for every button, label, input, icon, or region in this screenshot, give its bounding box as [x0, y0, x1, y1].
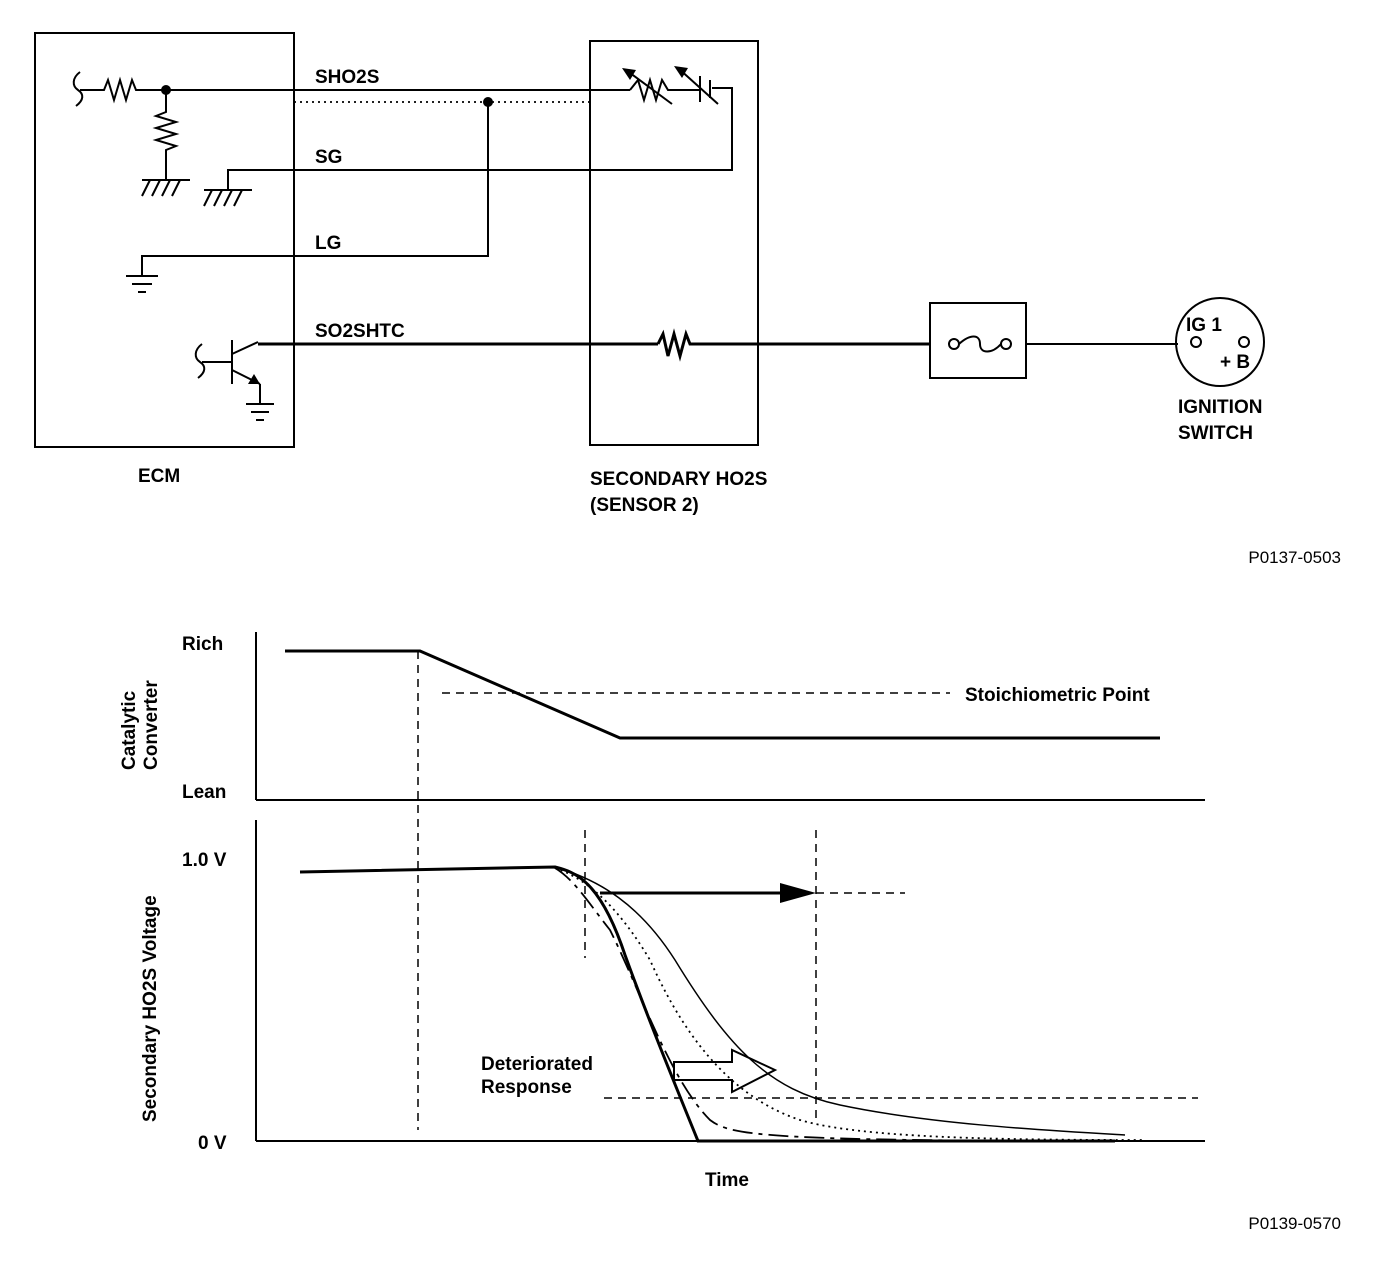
lg-wire — [126, 102, 489, 293]
bottom-ylabel: Secondary HO2S Voltage — [140, 895, 161, 1122]
voltage-trace-dashed — [554, 867, 1116, 1142]
bottom-zero-voltage-label: 0 V — [198, 1133, 227, 1154]
sensor-label-line2: (SENSOR 2) — [590, 495, 699, 516]
voltage-trace-normal — [299, 865, 1115, 1143]
ignition-name-line1: IGNITION — [1178, 397, 1262, 418]
top-ylabel-line2: Converter — [141, 680, 162, 770]
ignition-switch — [1175, 297, 1265, 387]
sensor-label-line1: SECONDARY HO2S — [590, 469, 767, 490]
deterioration-hollow-arrow — [673, 1048, 778, 1094]
ignition-name-line2: SWITCH — [1178, 423, 1253, 444]
sho2s-wire-label: SHO2S — [315, 67, 379, 88]
stoichiometric-label: Stoichiometric Point — [965, 685, 1150, 706]
voltage-trace-deteriorated — [554, 866, 1126, 1136]
sg-wire-label: SG — [315, 147, 342, 168]
deteriorated-label-line2: Response — [481, 1077, 572, 1098]
ecm-box — [34, 32, 295, 448]
voltage-trace-dotted — [554, 867, 1146, 1141]
secondary-ho2s-box — [589, 40, 759, 446]
ecm-sho2s-input — [72, 71, 166, 107]
graph-figure-ref: P0139-0570 — [1248, 1214, 1341, 1233]
so2shtc-wire-label: SO2SHTC — [315, 321, 405, 342]
graph-xlabel: Time — [705, 1170, 749, 1191]
sensor-element-cell — [674, 66, 719, 105]
top-lean-label: Lean — [182, 782, 226, 803]
response-time-arrow — [600, 883, 816, 903]
circuit-figure-ref: P0137-0503 — [1248, 548, 1341, 567]
top-ylabel-line1: Catalytic — [119, 690, 140, 770]
timing-graph: Catalytic Converter Rich Lean Stoichiome… — [119, 632, 1341, 1233]
top-rich-label: Rich — [182, 634, 223, 655]
deteriorated-label-line1: Deteriorated — [481, 1054, 593, 1075]
catalyst-trace — [285, 649, 1160, 740]
ecm-pulldown-resistor — [141, 90, 190, 197]
ecm-label: ECM — [138, 466, 180, 487]
ignition-ig1-label: IG 1 — [1186, 315, 1222, 336]
sensor-variable-resistor — [622, 68, 700, 105]
fuse — [929, 302, 1178, 379]
ignition-b-label: + B — [1220, 352, 1250, 373]
sg-wire — [203, 87, 733, 207]
ecm-heater-transistor — [194, 340, 274, 421]
sensor-heater-resistor — [656, 328, 930, 362]
lg-wire-label: LG — [315, 233, 341, 254]
circuit-diagram: ECM SHO2S SG — [34, 32, 1341, 567]
bottom-top-voltage-label: 1.0 V — [182, 850, 227, 871]
